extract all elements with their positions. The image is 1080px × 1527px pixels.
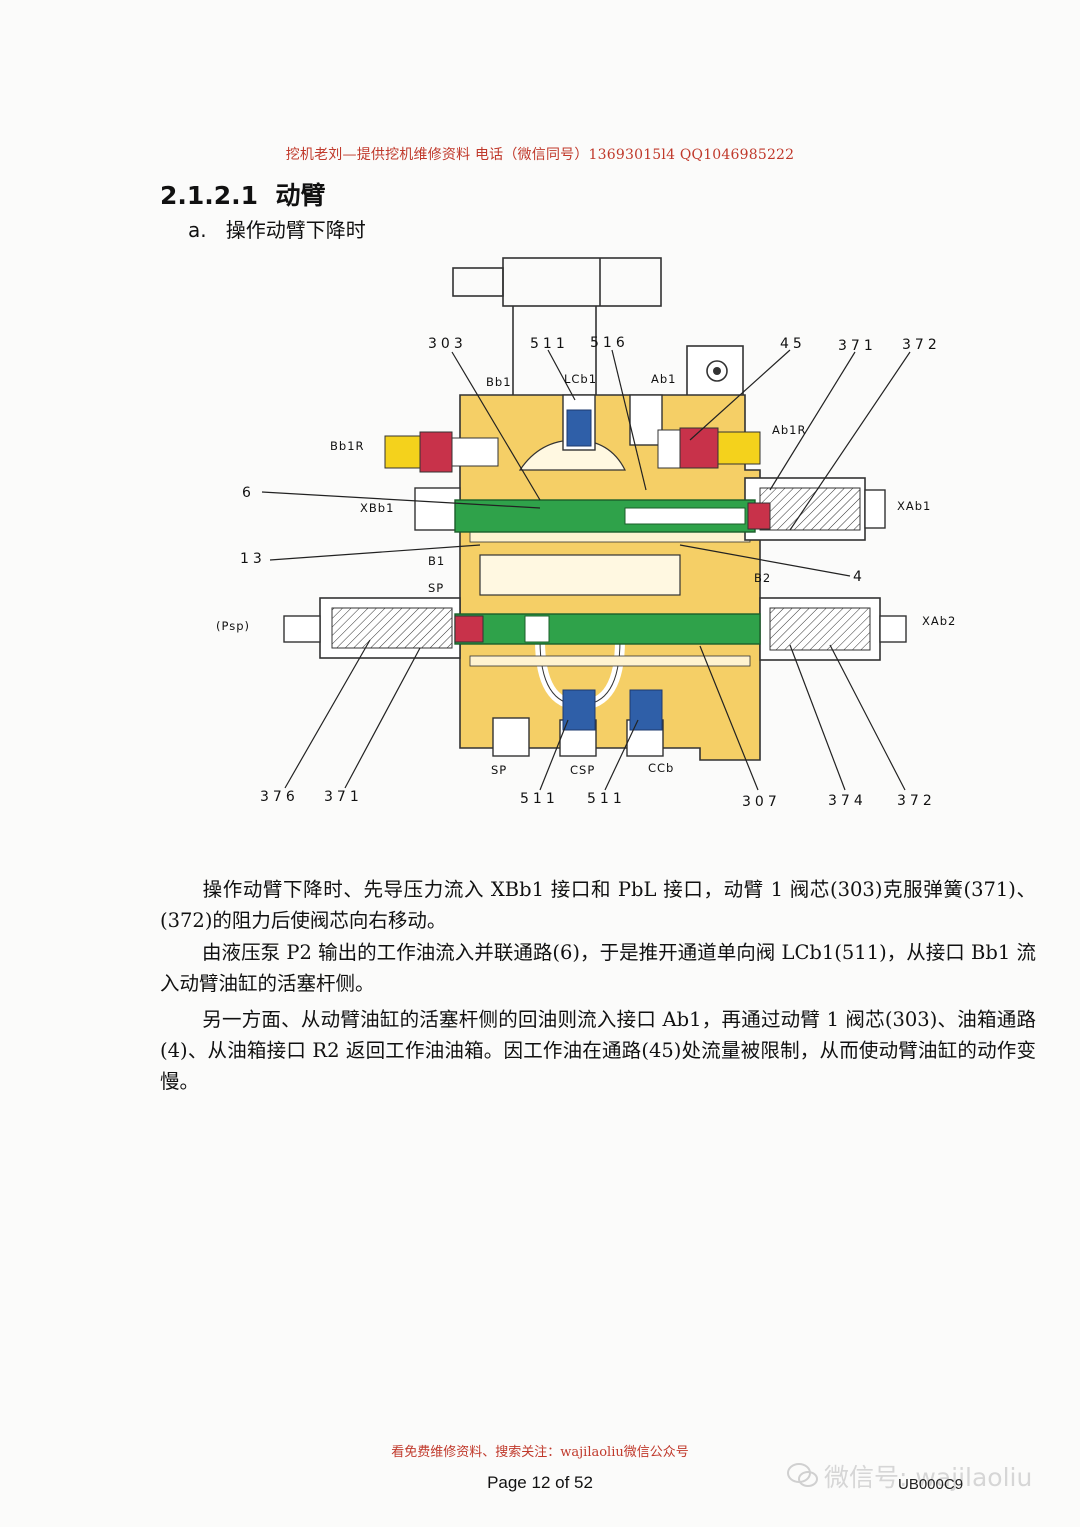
callout-45: 45 — [780, 336, 806, 352]
paragraph-2: 由液压泵 P2 输出的工作油流入并联通路(6)，于是推开通道单向阀 LCb1(5… — [160, 941, 1036, 995]
callout-511-bottom-b: 511 — [587, 791, 626, 807]
callout-374: 374 — [828, 793, 867, 809]
callout-4: 4 — [853, 569, 866, 585]
page-number: Page 12 of 52 — [487, 1473, 593, 1492]
port-sp-bottom: SP — [491, 763, 507, 777]
orifice-block — [686, 345, 744, 397]
paragraph-1: 操作动臂下降时、先导压力流入 XBb1 接口和 PbL 接口，动臂 1 阀芯(3… — [160, 878, 1036, 932]
callout-376: 376 — [260, 789, 299, 805]
callout-372-top: 372 — [902, 337, 941, 353]
subsection-heading: a. 操作动臂下降时 — [188, 214, 366, 243]
port-lcb1: LCb1 — [564, 372, 597, 386]
subsection-title: 操作动臂下降时 — [225, 218, 366, 242]
port-xab2: XAb2 — [922, 614, 956, 628]
port-psp: (Psp) — [216, 619, 250, 633]
port-csp: CSP — [570, 763, 595, 777]
check-valves-511 — [562, 394, 663, 731]
callout-371-top: 371 — [838, 338, 877, 354]
watermark-text: 微信号: wajilaoliu — [824, 1463, 1033, 1492]
boom-cylinder-outline — [452, 257, 662, 400]
header-contact-note: 挖机老刘—提供挖机维修资料 电话（微信同号）13693015l4 QQ10469… — [285, 147, 795, 163]
boom-spool-303 — [454, 499, 771, 533]
port-ccb: CCb — [648, 761, 674, 775]
port-bb1r: Bb1R — [330, 439, 365, 453]
wechat-icon — [787, 1463, 818, 1487]
upper-spool-cap — [414, 477, 886, 541]
port-bb1: Bb1 — [486, 375, 512, 389]
callout-6: 6 — [242, 485, 255, 501]
section-title: 动臂 — [275, 181, 326, 210]
relief-valve-ab1r — [657, 427, 761, 469]
port-ab1r: Ab1R — [772, 423, 806, 437]
callout-307: 307 — [742, 794, 781, 810]
boom-spool-307 — [454, 613, 761, 645]
subsection-marker: a. — [188, 218, 207, 242]
document-code: UB000C9 — [898, 1476, 964, 1493]
callout-516: 516 — [590, 335, 629, 351]
port-xbb1: XBb1 — [360, 501, 394, 515]
port-xab1: XAb1 — [897, 499, 931, 513]
section-number: 2.1.2.1 — [160, 181, 259, 210]
callout-372-bottom: 372 — [897, 793, 936, 809]
port-sp-left: SP — [428, 581, 444, 595]
port-ab1: Ab1 — [651, 372, 676, 386]
callout-511-bottom-a: 511 — [520, 791, 559, 807]
port-b2: B2 — [754, 571, 771, 585]
paragraph-3: 另一方面、从动臂油缸的活塞杆侧的回油则流入接口 Ab1，再通过动臂 1 阀芯(3… — [160, 1008, 1036, 1093]
callout-13: 13 — [240, 551, 266, 567]
relief-valve-bb1r — [384, 431, 499, 473]
valve-diagram: 303 511 516 45 371 372 6 13 4 376 371 51… — [216, 257, 956, 810]
callout-371-bottom: 371 — [324, 789, 363, 805]
section-heading: 2.1.2.1 动臂 — [160, 176, 326, 212]
callout-303: 303 — [428, 336, 467, 352]
leader-lines — [261, 349, 911, 791]
wechat-watermark: 微信号: wajilaoliu — [786, 1458, 1032, 1494]
footer-promo-note: 看免费维修资料、搜索关注：wajilaoliu微信公众号 — [391, 1445, 689, 1460]
port-b1: B1 — [428, 554, 445, 568]
callout-511-top: 511 — [530, 336, 569, 352]
